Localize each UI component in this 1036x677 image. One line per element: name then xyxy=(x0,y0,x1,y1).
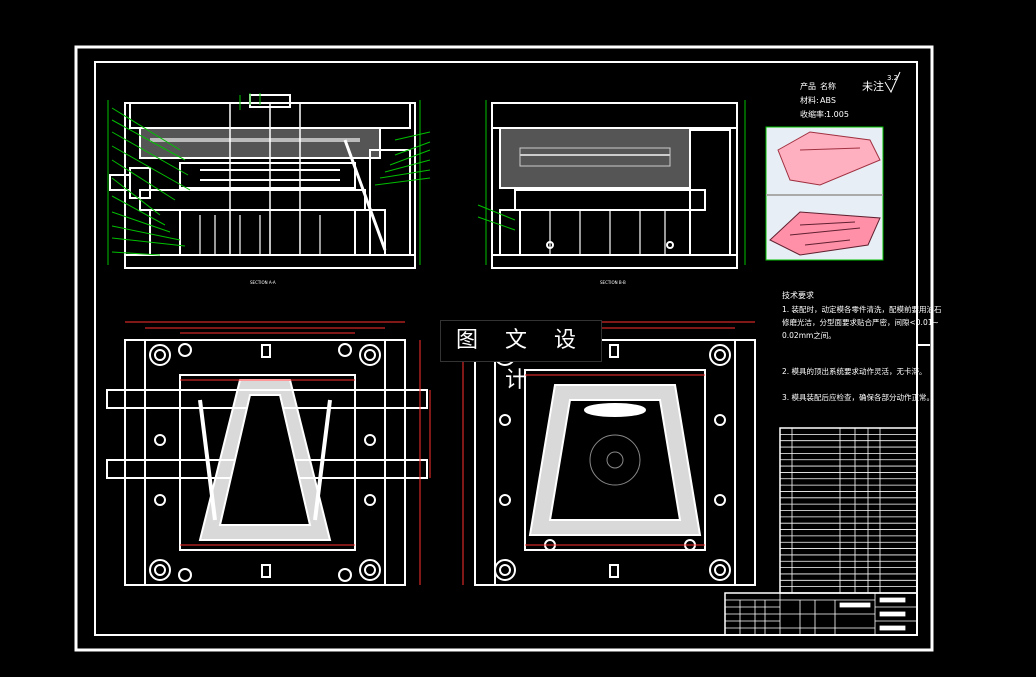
outer-frame xyxy=(74,45,934,652)
material-value: ABS xyxy=(820,96,836,105)
product-render-images xyxy=(765,126,884,261)
tech-req-line: 3. 模具装配后应检查，确保各部分动作正常。 xyxy=(782,392,934,402)
plan-view-left xyxy=(106,339,428,586)
tech-req-line: 0.02mm之间。 xyxy=(782,330,836,340)
roughness-symbol-icon xyxy=(884,71,901,94)
technical-requirements: 技术要求 1. 装配时，动定模各零件清洗，配模前要用油石 修磨光洁，分型面要求贴… xyxy=(782,290,942,402)
roughness-value: 3.2 xyxy=(887,74,898,82)
shrink-label: 收缩率: xyxy=(800,109,827,119)
tech-req-title: 技术要求 xyxy=(782,290,814,300)
roughness-label: 未注 xyxy=(862,79,884,93)
parts-list-table xyxy=(779,427,918,594)
product-name-label: 产品 xyxy=(800,81,816,91)
material-label: 材料: xyxy=(800,95,819,105)
tech-req-line: 2. 模具的顶出系统要求动作灵活，无卡滞。 xyxy=(782,366,927,376)
tech-req-line: 修磨光洁，分型面要求贴合严密，间隙<0.01~ xyxy=(782,317,939,327)
product-name-value: 名称 xyxy=(820,81,836,91)
plan-view-left-dims xyxy=(125,321,431,585)
section-a-a-view xyxy=(109,94,416,269)
title-block xyxy=(724,592,918,636)
watermark-banner: 图 文 设 计 xyxy=(440,320,602,393)
shrink-value: 1.005 xyxy=(826,110,849,119)
plan-view-right-dims xyxy=(462,321,755,585)
section-b-b-leaders xyxy=(477,100,746,265)
plan-view-right xyxy=(474,339,756,586)
section-a-a-leaders xyxy=(107,93,431,265)
section-b-b-view xyxy=(491,102,738,269)
tech-req-line: 1. 装配时，动定模各零件清洗，配模前要用油石 xyxy=(782,304,942,314)
section-a-a-label: SECTION A-A xyxy=(250,280,276,285)
section-b-b-label: SECTION B-B xyxy=(600,280,626,285)
inner-frame xyxy=(94,61,918,636)
product-info: 产品 名称 材料: ABS 收缩率: 1.005 未注 3.2 xyxy=(800,71,901,119)
